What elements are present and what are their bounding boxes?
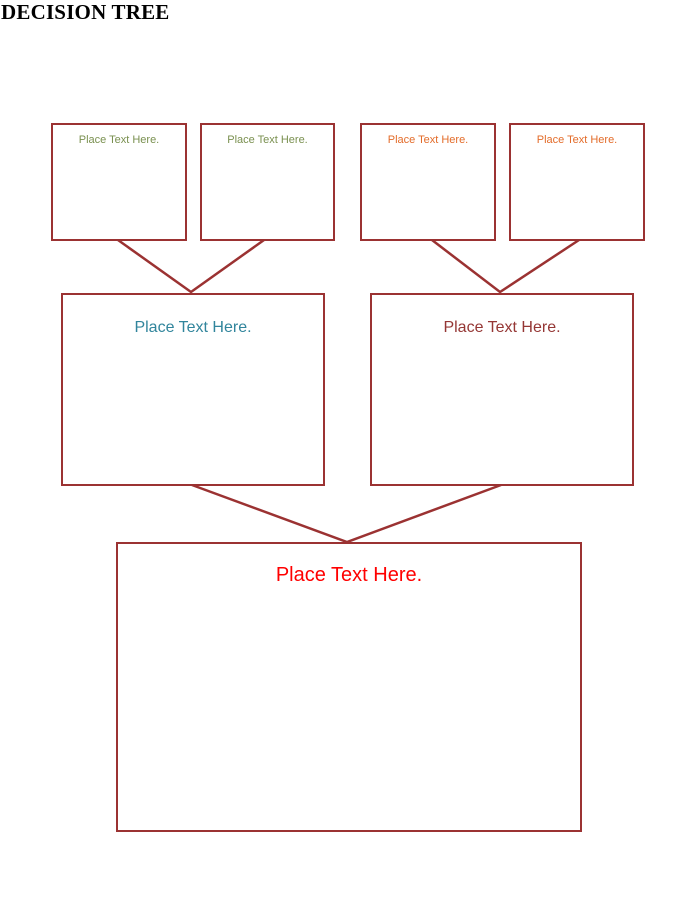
page-title: DECISION TREE <box>1 0 170 24</box>
top-box-1[interactable]: Place Text Here. <box>51 123 187 241</box>
top-box-2[interactable]: Place Text Here. <box>200 123 335 241</box>
top-box-1-label[interactable]: Place Text Here. <box>78 134 160 146</box>
connector-middle <box>191 483 502 544</box>
middle-box-right-label[interactable]: Place Text Here. <box>443 319 561 336</box>
middle-box-left[interactable]: Place Text Here. <box>61 293 325 486</box>
connector-top-right <box>431 238 580 294</box>
connector-top-left <box>117 238 265 294</box>
bottom-box-label[interactable]: Place Text Here. <box>275 564 423 586</box>
top-box-4[interactable]: Place Text Here. <box>509 123 645 241</box>
top-box-3-label[interactable]: Place Text Here. <box>387 134 469 146</box>
top-box-3[interactable]: Place Text Here. <box>360 123 496 241</box>
top-box-2-label[interactable]: Place Text Here. <box>227 134 308 146</box>
middle-box-right[interactable]: Place Text Here. <box>370 293 634 486</box>
middle-box-left-label[interactable]: Place Text Here. <box>134 319 252 336</box>
top-box-4-label[interactable]: Place Text Here. <box>536 134 618 146</box>
bottom-box[interactable]: Place Text Here. <box>116 542 582 832</box>
